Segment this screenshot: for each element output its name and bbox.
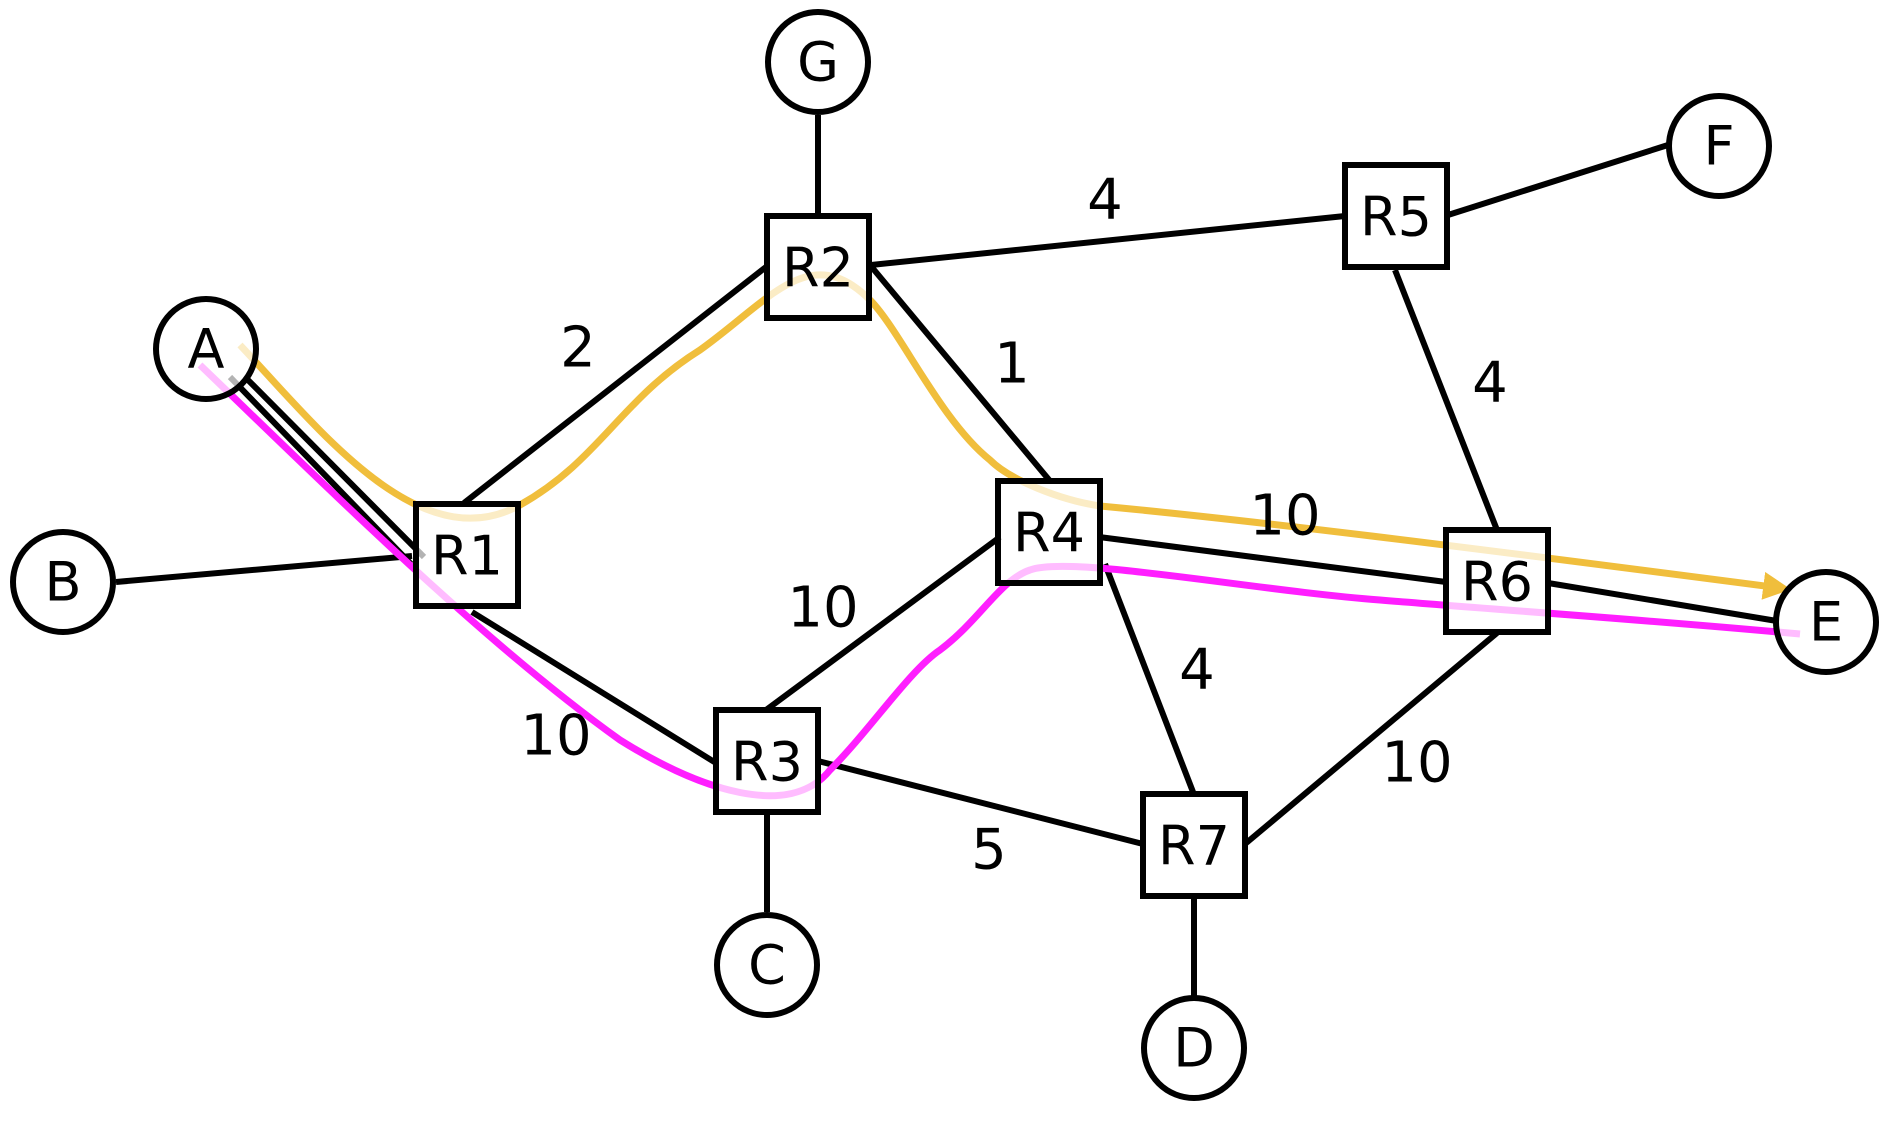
host-e: E — [1773, 569, 1879, 675]
link-layer — [115, 115, 1778, 996]
router-r4-label: R4 — [1013, 502, 1085, 565]
weight-r2-r4: 1 — [994, 332, 1030, 397]
router-r3-label: R3 — [731, 731, 803, 794]
host-g: G — [765, 9, 871, 115]
host-a-label: A — [188, 318, 225, 381]
link-r4-r6 — [1098, 534, 1447, 585]
router-r3: R3 — [713, 707, 821, 815]
weight-r4-r7: 4 — [1179, 638, 1215, 703]
host-b-label: B — [44, 551, 81, 614]
host-b: B — [10, 529, 116, 635]
router-r7: R7 — [1140, 791, 1248, 899]
host-c: C — [714, 912, 820, 1018]
link-r5-f — [1447, 142, 1669, 218]
link-r1-r3 — [470, 609, 718, 766]
weight-r6-r7: 10 — [1381, 731, 1452, 796]
weight-r5-r6: 4 — [1472, 351, 1508, 416]
router-r6-label: R6 — [1461, 551, 1533, 614]
link-r7-r6 — [1243, 630, 1499, 847]
weight-r1-r3: 10 — [520, 704, 591, 769]
host-e-label: E — [1809, 591, 1843, 654]
host-a: A — [153, 296, 259, 402]
host-f-label: F — [1703, 115, 1734, 178]
host-layer: A B C D E F G — [10, 9, 1879, 1101]
link-r4-r7 — [1102, 562, 1196, 794]
router-r7-label: R7 — [1158, 815, 1230, 878]
weight-r3-r7: 5 — [971, 818, 1007, 883]
router-r1-label: R1 — [431, 525, 503, 588]
host-f: F — [1666, 93, 1772, 199]
weight-r4-r6: 10 — [1249, 484, 1320, 549]
router-r4: R4 — [995, 478, 1103, 586]
link-r2-r5 — [870, 213, 1346, 268]
router-r5: R5 — [1342, 162, 1450, 270]
link-r2-r4 — [867, 263, 1053, 483]
host-d-label: D — [1173, 1017, 1215, 1080]
router-r1: R1 — [413, 501, 521, 609]
router-r2-label: R2 — [782, 237, 854, 300]
link-a-r1-1 — [242, 374, 427, 560]
link-r6-e — [1547, 580, 1778, 624]
link-r3-r7 — [817, 758, 1144, 847]
link-a-r1-2 — [227, 374, 414, 567]
host-c-label: C — [748, 934, 786, 997]
weight-r3-r4: 10 — [787, 576, 858, 641]
weight-layer: 2 10 4 1 10 5 10 4 4 10 — [520, 168, 1507, 883]
link-b-r1 — [115, 553, 413, 585]
router-r2: R2 — [764, 213, 872, 321]
router-layer: R1 R2 R3 R4 R5 R6 R7 — [413, 162, 1551, 899]
host-g-label: G — [797, 31, 839, 94]
router-r5-label: R5 — [1360, 186, 1432, 249]
weight-r1-r2: 2 — [560, 316, 596, 381]
router-r6: R6 — [1443, 527, 1551, 635]
link-r5-r6 — [1392, 268, 1500, 532]
route-magenta — [197, 362, 1801, 800]
link-r1-r2 — [462, 264, 768, 506]
weight-r2-r5: 4 — [1087, 168, 1123, 233]
host-d: D — [1141, 995, 1247, 1101]
link-r3-r4 — [764, 534, 1002, 713]
